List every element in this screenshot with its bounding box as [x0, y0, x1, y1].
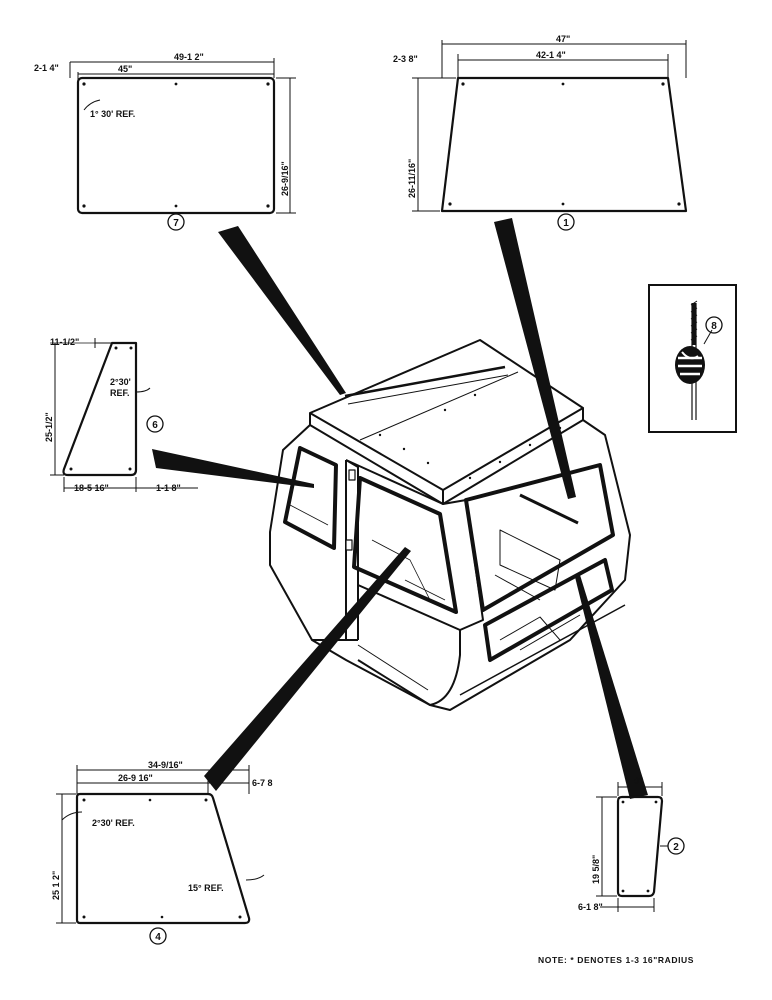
- panel-2-bottom-width: 6-1 8": [578, 902, 603, 912]
- panel-1-offset: 2-3 8": [393, 54, 418, 64]
- panel-1: 47" 42-1 4" 2-3 8" 26-11/16" 1: [393, 34, 688, 231]
- panel-2-callout: 2: [673, 842, 679, 853]
- panel-4-angle-side: 15° REF.: [188, 883, 224, 893]
- panel-7-callout-circle: [167, 213, 185, 231]
- panel-8-callout-circle: [705, 316, 723, 334]
- radius-note: NOTE: * DENOTES 1-3 16"RADIUS: [538, 955, 694, 965]
- panel-4-outline: [75, 792, 251, 925]
- panel-7-height: 26-9/16": [280, 161, 290, 196]
- panel-7-overall-width: 49-1 2": [174, 52, 204, 62]
- panel-1-callout-circle: [557, 213, 575, 231]
- panel-1-height: 26-11/16": [407, 159, 417, 198]
- panel-7-angle: 1° 30' REF.: [90, 109, 135, 119]
- tractor-cab-drawing: [269, 339, 631, 711]
- panel-7-outline: [76, 76, 276, 215]
- panel-2-callout-circle: [667, 837, 685, 855]
- panel-1-overall-width: 47": [556, 34, 570, 44]
- panel-4-holes: [82, 798, 242, 919]
- panel-8-detail: 8: [648, 284, 737, 433]
- panel-2-top-width: 9": [634, 776, 643, 786]
- panel-6-angle-value: 2°30': [110, 377, 131, 387]
- panel-8-callout: 8: [711, 321, 717, 332]
- cab-front-window: [464, 463, 615, 612]
- panel-6-top-width: 11-1/2": [50, 337, 79, 347]
- panel-2-holes: [621, 800, 658, 893]
- panel-6-callout-circle: [146, 415, 164, 433]
- panel-1-callout: 1: [563, 218, 569, 229]
- panel-7-offset: 2-1 4": [34, 63, 59, 73]
- panel-6-offset: 1-1 8": [156, 483, 181, 493]
- leader-panel-6: [152, 449, 314, 488]
- panel-6-outline: [62, 341, 138, 477]
- panel-4-callout-circle: [149, 927, 167, 945]
- panel-6-angle-ref: REF.: [110, 388, 130, 398]
- cab-lower-front-window: [483, 558, 614, 662]
- panel-2: 9" 19 5/8" 6-1 8" 2: [578, 776, 685, 912]
- panel-6-callout: 6: [152, 420, 158, 431]
- panel-6-bottom-width: 18-5 16": [74, 483, 109, 493]
- panel-7-holes: [82, 82, 270, 208]
- panel-4-callout: 4: [155, 932, 161, 943]
- panel-4-height: 25 1 2": [51, 871, 61, 900]
- leader-panel-7: [218, 226, 346, 395]
- panel-6-holes: [69, 346, 133, 471]
- panel-1-holes: [448, 82, 681, 206]
- panel-8-frame: [648, 284, 737, 433]
- panel-7: 49-1 2" 45" 2-1 4" 26-9/16" 1° 30' REF. …: [34, 52, 296, 231]
- panel-2-outline: [616, 795, 664, 898]
- panel-4-top-width: 26-9 16": [118, 773, 153, 783]
- panel-6-height: 25-1/2": [44, 412, 54, 442]
- cab-door-window: [352, 476, 458, 614]
- cab-left-window: [283, 446, 338, 550]
- leader-wedges: [152, 218, 648, 799]
- panel-1-outline: [440, 76, 688, 213]
- leader-panel-1: [494, 218, 576, 499]
- panel-1-width: 42-1 4": [536, 50, 566, 60]
- panel-4-offset: 6-7 8: [252, 778, 273, 788]
- panel-7-callout: 7: [173, 218, 179, 229]
- leader-panel-4: [204, 547, 411, 791]
- panel-4-overall-width: 34-9/16": [148, 760, 183, 770]
- panel-7-width: 45": [118, 64, 132, 74]
- panel-6: 11-1/2" 25-1/2" 2°30' REF. 18-5 16" 1-1 …: [44, 337, 198, 493]
- panel-4: 34-9/16" 26-9 16" 6-7 8 25 1 2" 2°30' RE…: [51, 760, 273, 945]
- leader-panel-2: [575, 575, 648, 799]
- panel-2-height: 19 5/8": [591, 855, 601, 884]
- panel-4-angle-top: 2°30' REF.: [92, 818, 135, 828]
